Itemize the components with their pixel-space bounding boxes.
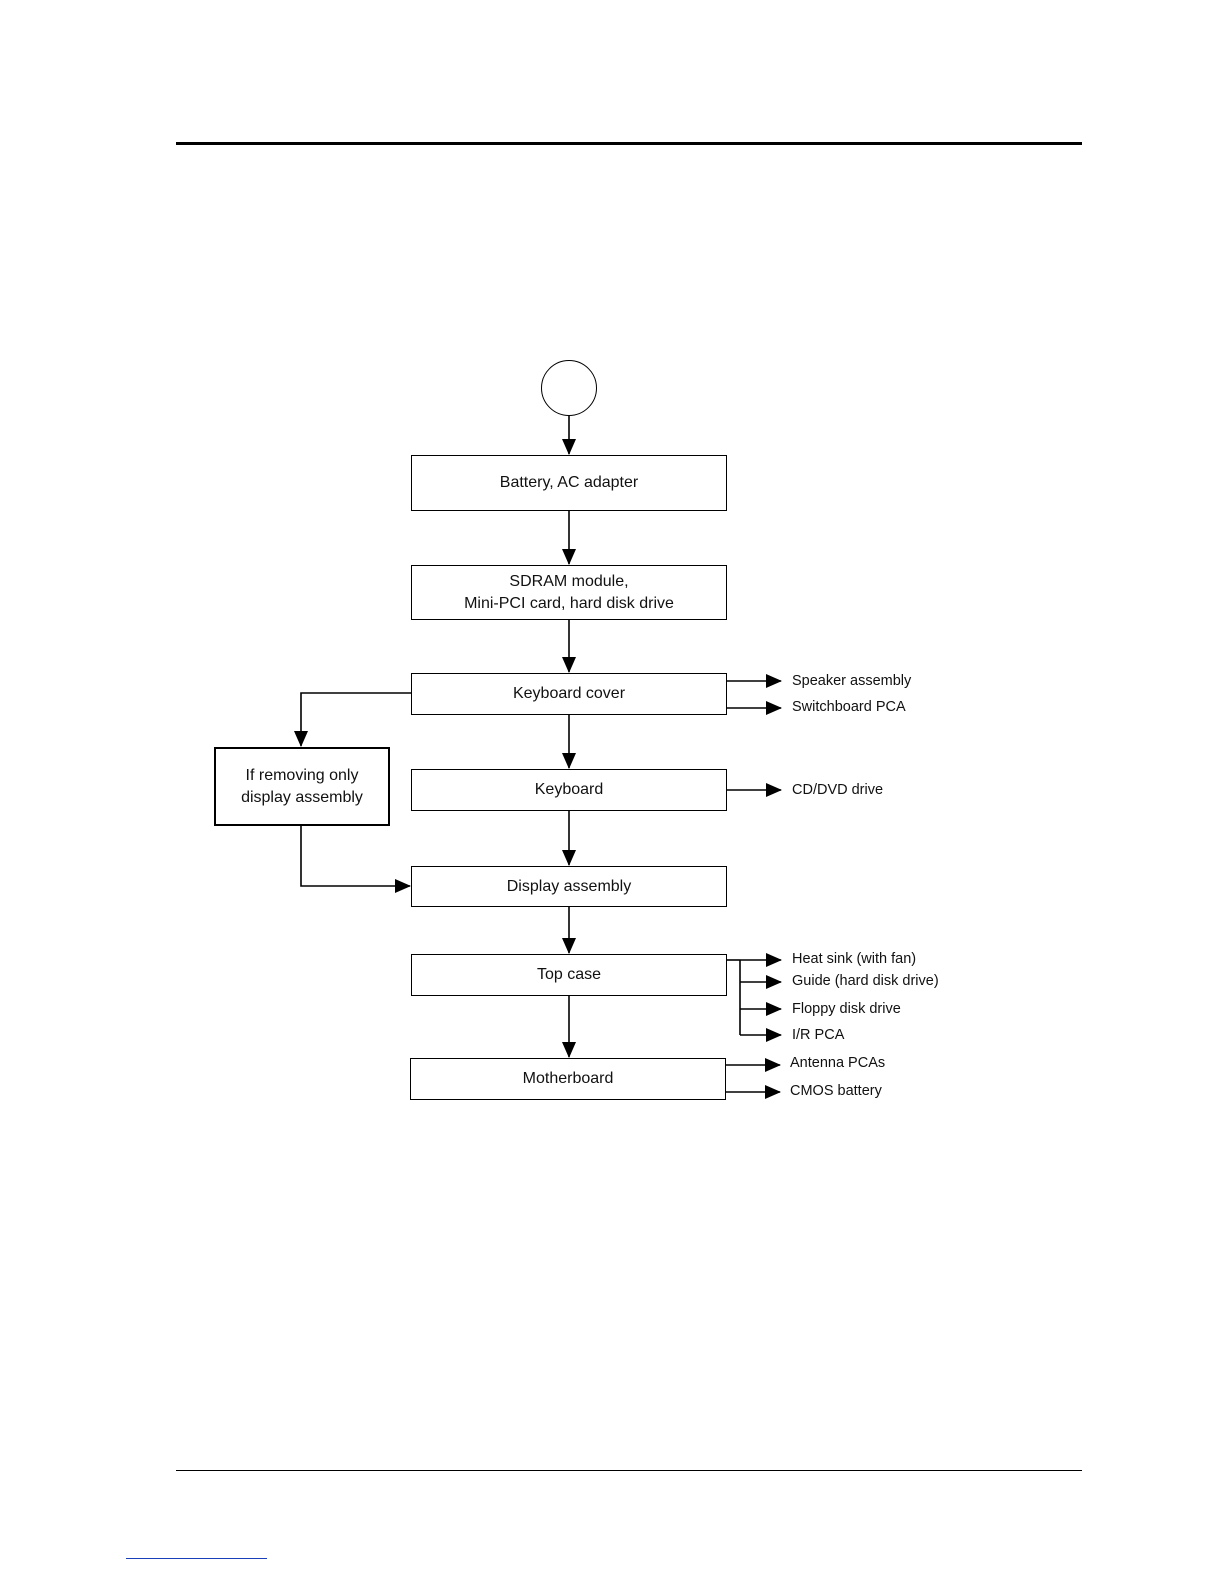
side-note-display-only: If removing only display assembly (214, 747, 390, 826)
side-note-line1: If removing only (245, 766, 359, 784)
step-sdram-minipci-hdd: SDRAM module, Mini-PCI card, hard disk d… (411, 565, 727, 620)
step-motherboard-label: Motherboard (522, 1070, 614, 1087)
side-note-line2: display assembly (241, 788, 363, 806)
step-keyboard-cover: Keyboard cover (411, 673, 727, 715)
step-display-assembly: Display assembly (411, 866, 727, 907)
step-keyboard-label: Keyboard (534, 781, 604, 798)
step-sdram-label-line1: SDRAM module, (509, 572, 629, 590)
branch-label-heatsink: Heat sink (with fan) (792, 951, 917, 967)
header-rule (176, 142, 1082, 145)
step-top-case: Top case (411, 954, 727, 996)
branch-label-floppy: Floppy disk drive (792, 1001, 901, 1017)
branch-label-speaker: Speaker assembly (792, 673, 912, 689)
branch-label-ir: I/R PCA (792, 1027, 845, 1043)
footer-rule (176, 1470, 1082, 1471)
branch-label-antenna: Antenna PCAs (790, 1055, 886, 1071)
step-battery-label: Battery, AC adapter (499, 474, 639, 491)
branch-label-cddvd: CD/DVD drive (792, 782, 884, 798)
arrow-keyboard-cover-to-side-note (294, 692, 411, 747)
branch-label-guide: Guide (hard disk drive) (792, 973, 939, 989)
start-circle (541, 360, 597, 416)
step-sdram-label-line2: Mini-PCI card, hard disk drive (464, 594, 674, 612)
step-motherboard: Motherboard (410, 1058, 726, 1100)
arrow-side-note-to-display (300, 826, 411, 893)
step-display-label: Display assembly (506, 877, 632, 895)
step-top-case-label: Top case (536, 966, 602, 983)
branch-label-cmos: CMOS battery (790, 1083, 882, 1099)
footer-link-underline[interactable] (126, 1558, 267, 1559)
step-keyboard-cover-label: Keyboard cover (512, 685, 626, 702)
branch-label-switchboard: Switchboard PCA (792, 699, 906, 715)
step-battery-ac-adapter: Battery, AC adapter (411, 455, 727, 511)
step-keyboard: Keyboard (411, 769, 727, 811)
